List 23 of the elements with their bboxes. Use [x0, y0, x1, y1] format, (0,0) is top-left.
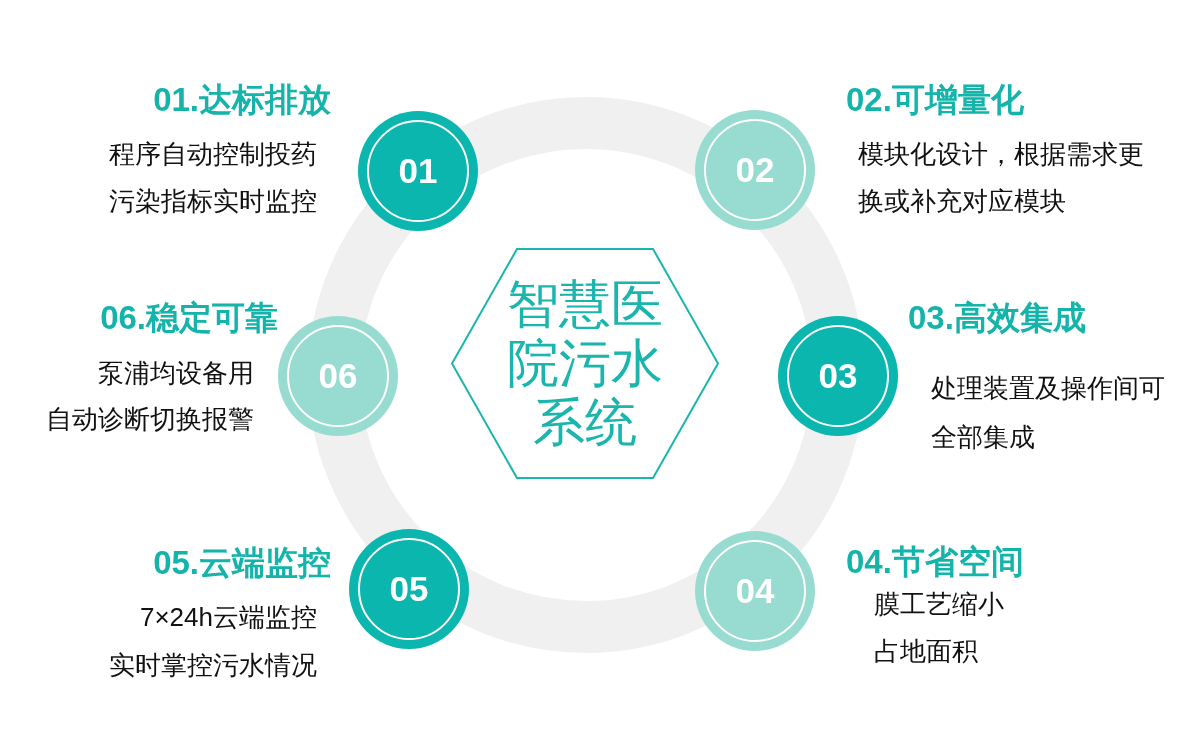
step-number: 02	[735, 150, 775, 190]
step-title: 01.达标排放	[153, 80, 331, 120]
step-description: 泵浦均设备用	[98, 357, 254, 390]
step-number: 04	[735, 571, 775, 611]
step-description: 模块化设计，根据需求更换或补充对应模块	[858, 138, 1145, 218]
step-title: 06.稳定可靠	[100, 298, 278, 338]
step-title: 04.节省空间	[846, 542, 1024, 582]
step-description: 程序自动控制投药	[109, 138, 317, 171]
step-description: 处理装置及操作间可全部集成	[931, 372, 1166, 454]
hexagon-frame	[451, 248, 719, 479]
step-number: 03	[818, 356, 858, 396]
center-title: 智慧医院污水系统	[506, 275, 664, 452]
step-description: 实时掌控污水情况	[109, 649, 317, 682]
step-description: 自动诊断切换报警	[46, 403, 254, 436]
step-number: 01	[398, 151, 438, 191]
step-description: 7×24h云端监控	[139, 601, 317, 634]
step-description: 膜工艺缩小占地面积	[874, 588, 1005, 668]
step-number: 05	[389, 569, 429, 609]
step-title: 02.可增量化	[846, 80, 1024, 120]
step-number: 06	[318, 356, 358, 396]
step-title: 05.云端监控	[153, 543, 331, 583]
step-title: 03.高效集成	[908, 298, 1086, 338]
step-description: 污染指标实时监控	[109, 185, 317, 218]
